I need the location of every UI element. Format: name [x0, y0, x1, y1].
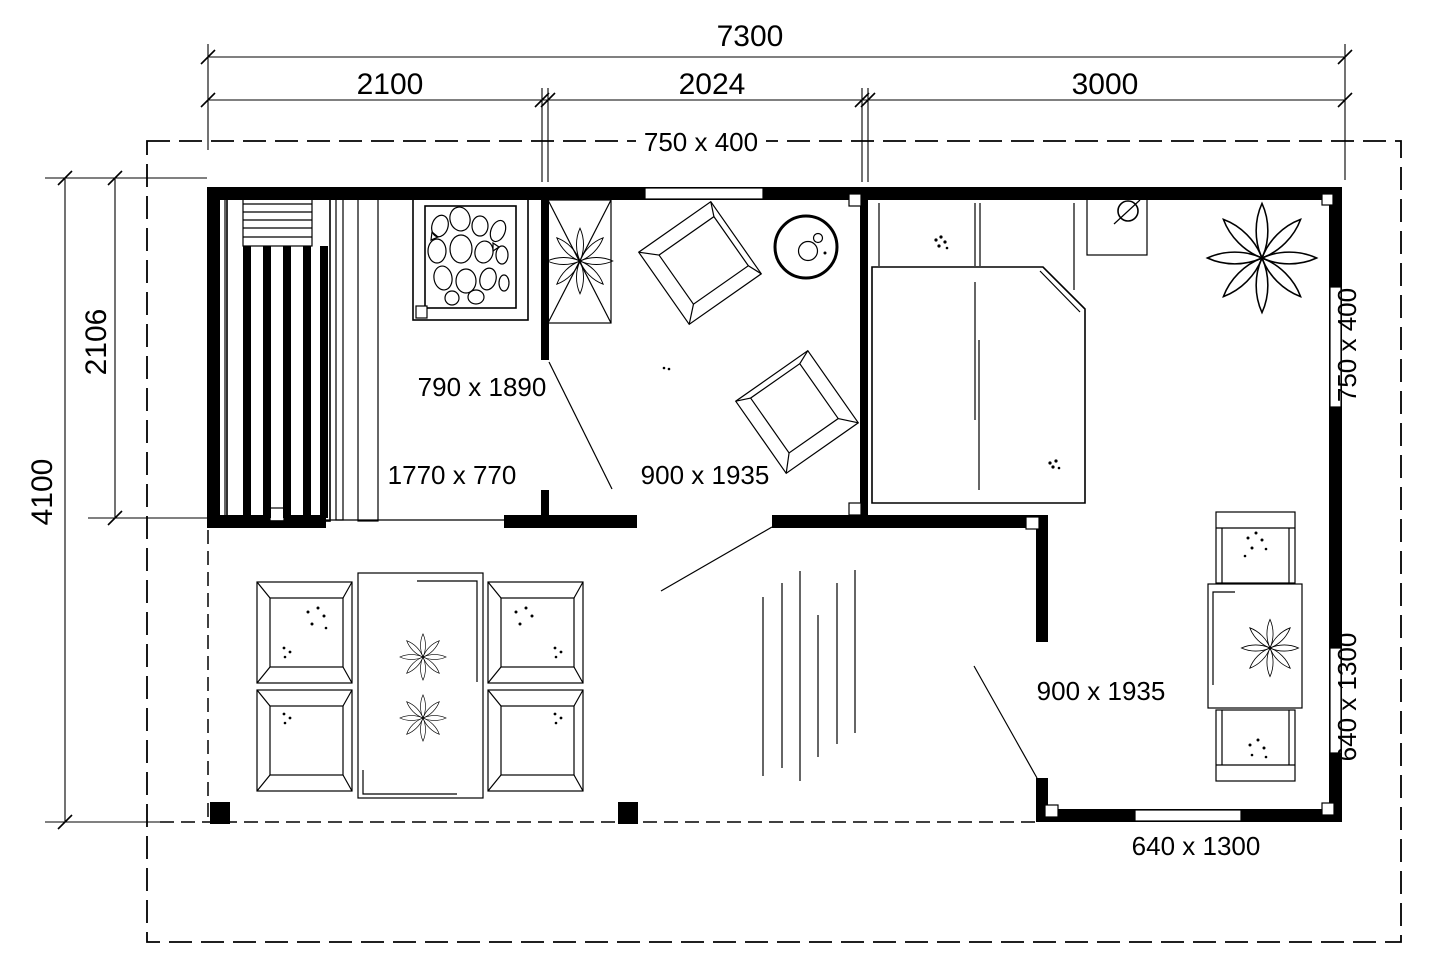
label-door-sauna: 790 x 1890 — [418, 372, 547, 402]
window-top — [644, 187, 764, 200]
label-sauna-bench: 1770 x 770 — [388, 460, 517, 490]
dining-set — [1207, 511, 1303, 782]
label-window-right-upper: 750 x 400 — [1332, 288, 1362, 402]
plant-icon-terrace-1 — [399, 633, 447, 681]
dim-total-width: 7300 — [717, 20, 784, 53]
decor-dots-terrace — [282, 606, 563, 725]
nightstand — [1086, 192, 1148, 256]
decking-lines — [762, 570, 856, 781]
bed — [871, 203, 1086, 504]
door-bedroom — [973, 665, 1038, 779]
dimension-top: 7300 2100 2024 3000 — [200, 20, 1353, 182]
window-bottom — [1134, 809, 1242, 822]
dim-height-partial: 2106 — [80, 309, 113, 376]
doors — [548, 361, 1038, 779]
decor-dots-bed — [934, 235, 1061, 470]
dining-chair-top — [1215, 511, 1296, 584]
posts — [210, 802, 638, 824]
terrace-table — [357, 572, 484, 799]
walls — [207, 187, 1342, 822]
post-right — [618, 802, 638, 824]
terrace-outline — [146, 140, 1402, 943]
label-window-right-lower: 640 x 1300 — [1332, 633, 1362, 762]
plant-icon — [546, 227, 614, 295]
dimension-left: 4100 2106 — [26, 170, 207, 830]
armchair-1 — [638, 201, 762, 325]
window-right-upper — [1329, 286, 1342, 408]
window-right-lower — [1329, 647, 1342, 754]
dining-chair-bottom — [1215, 709, 1296, 782]
terrace-sofa-set — [256, 572, 584, 799]
door-living — [660, 526, 773, 592]
terrace-chair-bl — [256, 689, 353, 792]
armchair-2 — [735, 350, 859, 474]
dim-segment-1: 2100 — [357, 68, 424, 101]
sauna-bench — [215, 192, 379, 522]
decor-dots-living — [662, 366, 671, 371]
plant-icon-dining — [1241, 619, 1299, 677]
terrace-chair-br — [487, 689, 584, 792]
dining-table — [1207, 583, 1303, 709]
sauna-stove — [412, 195, 529, 321]
label-door-living: 900 x 1935 — [641, 460, 770, 490]
plant-icon-terrace-2 — [399, 694, 447, 742]
label-door-bedroom: 900 x 1935 — [1037, 676, 1166, 706]
terrace-chair-tl — [256, 581, 353, 684]
labels: 750 x 400 750 x 400 790 x 1890 1770 x 77… — [388, 127, 1362, 861]
terrace-chair-tr — [487, 581, 584, 684]
dim-segment-3: 3000 — [1072, 68, 1139, 101]
round-table — [773, 214, 839, 280]
dim-segment-2: 2024 — [679, 68, 746, 101]
lamp-icon — [1117, 200, 1139, 222]
windows — [644, 187, 1342, 822]
label-window-bottom: 640 x 1300 — [1132, 831, 1261, 861]
door-sauna — [548, 361, 613, 490]
post-left — [210, 802, 230, 824]
dim-total-height: 4100 — [26, 459, 59, 526]
decor-dots-dining — [1243, 531, 1268, 759]
label-window-top: 750 x 400 — [644, 127, 758, 157]
plant-table — [546, 199, 614, 324]
plant-icon-bedroom — [1206, 202, 1318, 314]
